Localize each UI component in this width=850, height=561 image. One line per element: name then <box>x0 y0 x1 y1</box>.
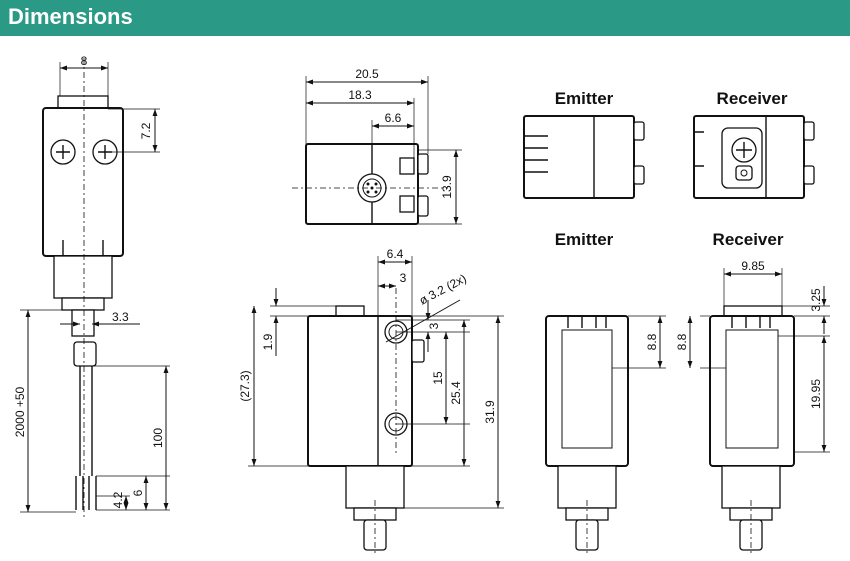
dim-3-horizontal: 3 <box>400 271 407 285</box>
dim-6-6: 6.6 <box>385 111 402 125</box>
dim-6: 6 <box>131 489 145 496</box>
dim-25-4: 25.4 <box>449 381 463 405</box>
dim-18-3: 18.3 <box>348 88 372 102</box>
dim-8: 8 <box>81 54 88 68</box>
dimensions-emitter-front: 8.8 <box>612 315 666 369</box>
dim-hole-diameter: ø 3.2 (2x) <box>417 271 469 307</box>
dim-8-8-receiver: 8.8 <box>675 333 689 350</box>
dim-20-5: 20.5 <box>355 67 379 81</box>
dimension-drawing: 8 7.2 2000 +50 3.3 100 6 4.2 <box>13 54 830 556</box>
dim-9-85: 9.85 <box>741 259 765 273</box>
label-emitter-top: Emitter <box>555 89 614 108</box>
label-receiver-top: Receiver <box>717 89 788 108</box>
side-view <box>307 288 425 556</box>
label-emitter-bottom: Emitter <box>555 230 614 249</box>
dim-3-25: 3.25 <box>809 288 823 312</box>
dim-1-9: 1.9 <box>261 333 275 350</box>
emitter-front-view <box>545 315 629 556</box>
dim-3-vertical: 3 <box>427 322 441 329</box>
dim-19-95: 19.95 <box>809 379 823 409</box>
dim-100: 100 <box>151 428 165 448</box>
dim-15: 15 <box>431 371 445 385</box>
dim-7-2: 7.2 <box>139 122 153 139</box>
header-bar: Dimensions <box>0 0 850 36</box>
front-view-cable <box>42 58 124 520</box>
dimensions-receiver-front: 9.85 8.8 3.25 19.95 <box>675 259 830 453</box>
label-receiver-bottom: Receiver <box>713 230 784 249</box>
dim-6-4: 6.4 <box>387 247 404 261</box>
receiver-top-view <box>693 115 815 199</box>
emitter-top-view <box>523 115 645 199</box>
receiver-front-view <box>709 305 795 556</box>
dimensions-front-view: 8 7.2 2000 +50 3.3 100 6 4.2 <box>13 54 170 513</box>
dim-13-9: 13.9 <box>440 175 454 199</box>
dim-27-3: (27.3) <box>238 370 252 401</box>
page-title: Dimensions <box>8 4 133 29</box>
top-view <box>292 143 448 225</box>
dimensions-top-view: 20.5 18.3 6.6 13.9 <box>305 67 462 225</box>
dim-2000: 2000 +50 <box>13 386 27 437</box>
dim-3-3: 3.3 <box>112 310 129 324</box>
dim-8-8-emitter: 8.8 <box>645 333 659 350</box>
dim-4-2: 4.2 <box>111 491 125 508</box>
dim-31-9: 31.9 <box>483 400 497 424</box>
